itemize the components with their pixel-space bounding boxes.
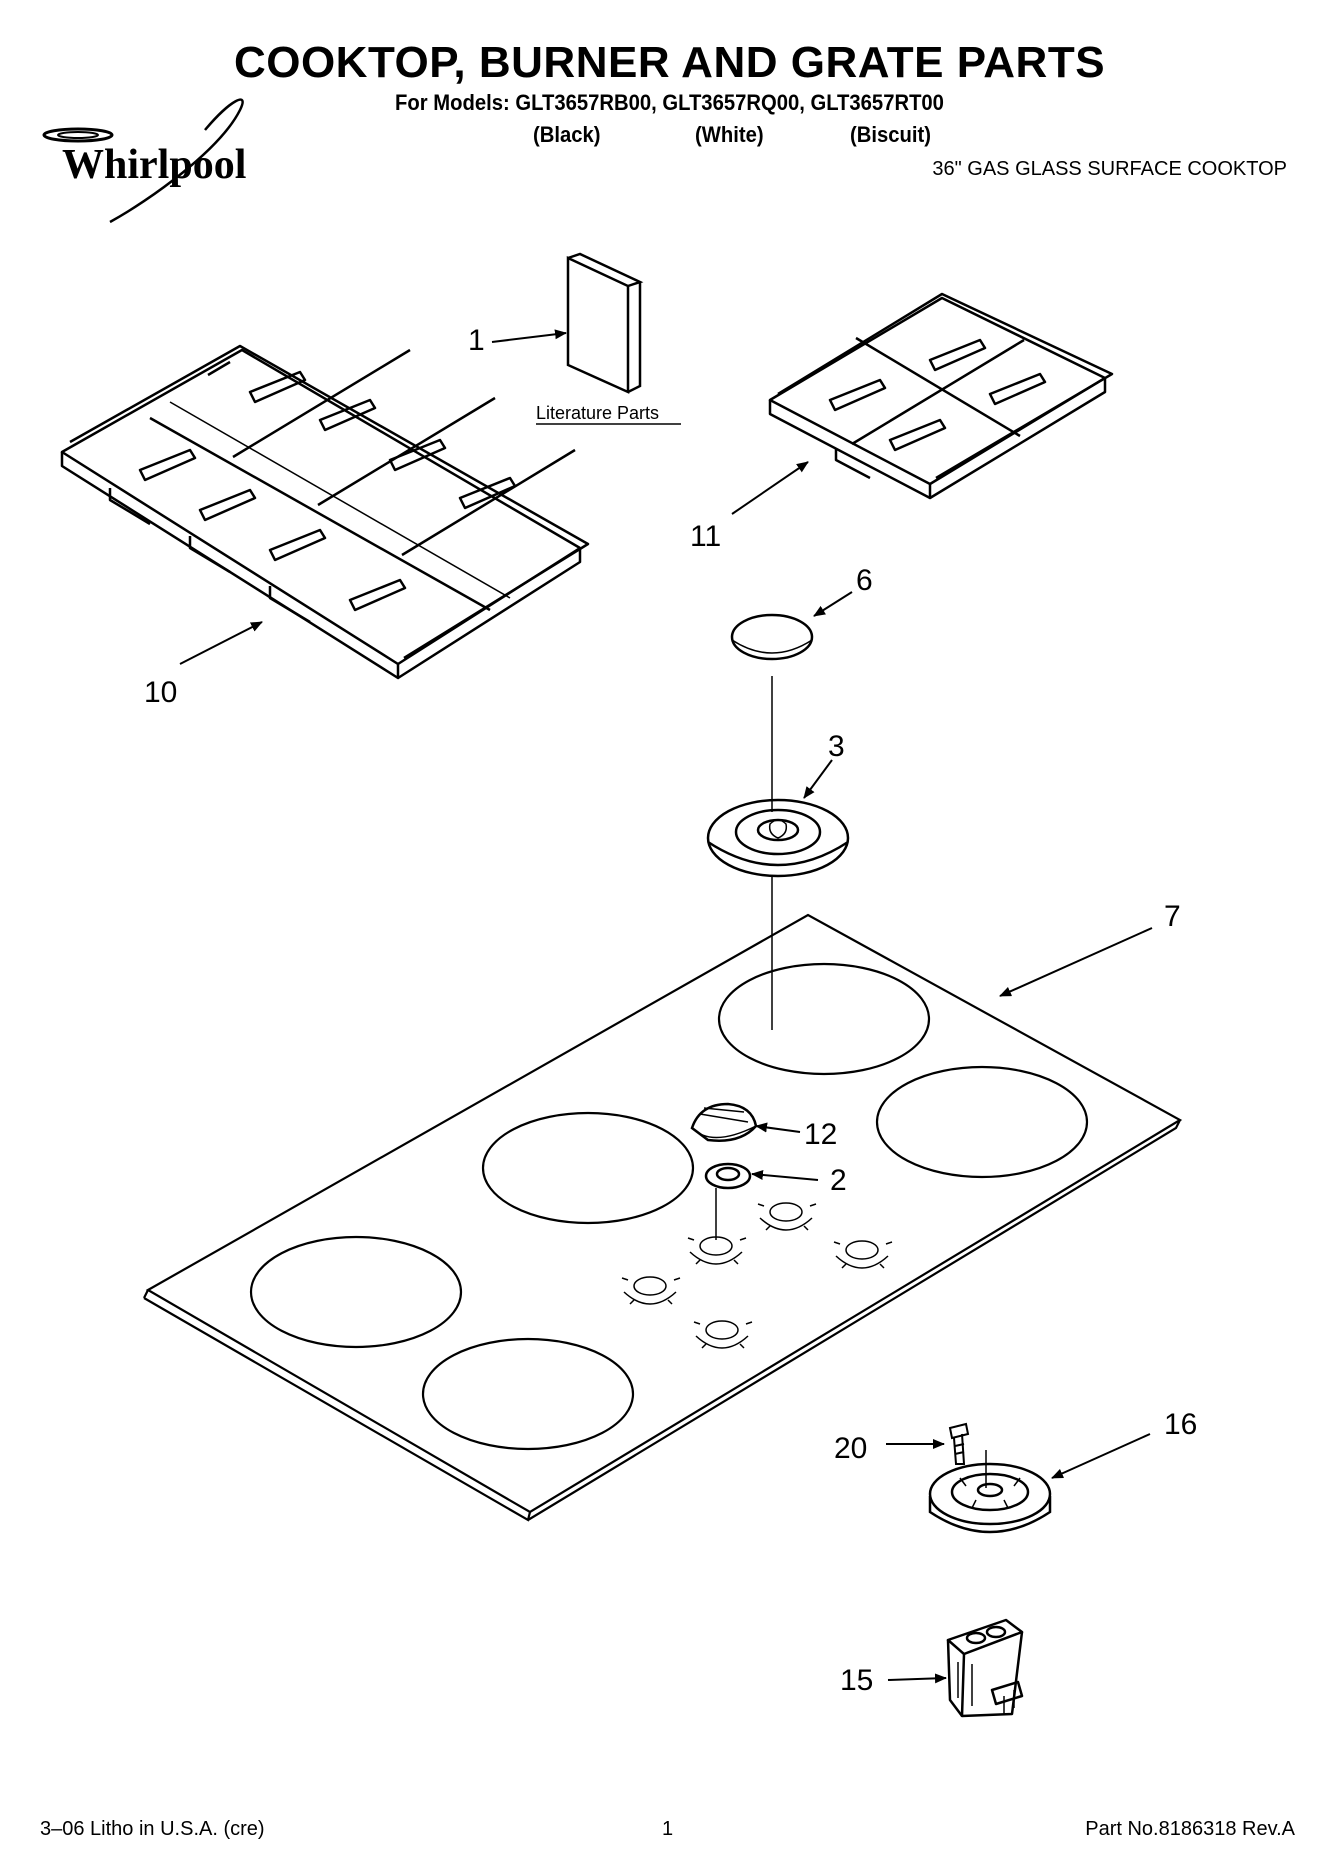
burner-opening-left [249, 1235, 463, 1349]
callout-3: 3 [828, 730, 845, 763]
arrow-12 [755, 1122, 801, 1133]
burner-base-ring [706, 798, 850, 878]
control-markings [621, 1202, 893, 1349]
gas-valve [946, 1618, 1024, 1718]
arrow-6 [813, 591, 853, 617]
brand-wordmark: Whirlpool [62, 142, 246, 188]
litho-note: 3–06 Litho in U.S.A. (cre) [40, 1818, 265, 1840]
callout-10: 10 [144, 676, 177, 709]
color-biscuit: (Biscuit) [850, 122, 931, 147]
callout-15: 15 [840, 1664, 873, 1697]
literature-booklet [566, 252, 644, 394]
arrow-1 [491, 329, 567, 343]
callout-11: 11 [690, 520, 721, 553]
control-knob [690, 1102, 758, 1142]
burner-opening-front [421, 1337, 635, 1451]
glass-cooktop [143, 913, 1183, 1522]
callout-12: 12 [804, 1118, 837, 1151]
callout-6: 6 [856, 564, 873, 597]
part-number: Part No.8186318 Rev.A [1085, 1818, 1295, 1840]
left-grate [60, 344, 590, 680]
burner-opening-center [481, 1111, 695, 1225]
arrow-7 [999, 927, 1153, 997]
leader-arrows [179, 329, 1153, 1684]
right-grate [768, 292, 1114, 500]
arrow-2 [751, 1170, 819, 1181]
callout-20: 20 [834, 1432, 867, 1465]
color-white: (White) [695, 122, 764, 147]
callout-16: 16 [1164, 1408, 1197, 1441]
arrow-3 [803, 759, 833, 799]
knob-bezel [704, 1162, 752, 1190]
callout-1: 1 [468, 324, 485, 357]
burner-opening-right [875, 1065, 1089, 1179]
arrow-16 [1051, 1433, 1151, 1479]
whirlpool-logo: Whirlpool [42, 98, 246, 224]
burner-base [928, 1462, 1052, 1534]
page-number: 1 [662, 1818, 674, 1840]
arrow-11 [731, 461, 809, 515]
callout-7: 7 [1164, 900, 1181, 933]
burner-cap [730, 613, 814, 661]
screw [948, 1422, 970, 1465]
product-subtitle: 36" GAS GLASS SURFACE COOKTOP [932, 158, 1287, 180]
model-numbers: For Models: GLT3657RB00, GLT3657RQ00, GL… [395, 90, 944, 115]
callout-numbers: 1 2 3 6 7 10 11 12 15 16 20 [144, 324, 1197, 1697]
arrow-10 [179, 621, 263, 665]
page-title: COOKTOP, BURNER AND GRATE PARTS [233, 38, 1106, 87]
literature-parts-label: Literature Parts [536, 403, 659, 423]
burner-opening-back [717, 962, 931, 1076]
color-black: (Black) [533, 122, 601, 147]
arrow-15 [887, 1673, 947, 1684]
callout-2: 2 [830, 1164, 847, 1197]
